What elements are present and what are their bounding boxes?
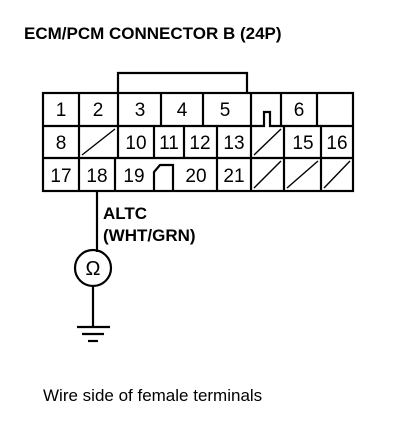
empty-cavity <box>323 160 351 189</box>
pin-3: 3 <box>135 100 146 121</box>
pin-16: 16 <box>326 133 347 154</box>
connector-body <box>41 91 355 193</box>
wire-color-label: (WHT/GRN) <box>103 226 196 245</box>
pin-13: 13 <box>223 133 244 154</box>
connector-notch-bottom <box>152 163 175 191</box>
pin-11: 11 <box>159 133 179 154</box>
empty-cavity <box>253 160 282 189</box>
connector-notch-top <box>249 93 283 128</box>
diagram-caption: Wire side of female terminals <box>43 386 262 405</box>
pin-15: 15 <box>292 133 313 154</box>
diagram-title: ECM/PCM CONNECTOR B (24P) <box>24 24 282 43</box>
pin-2: 2 <box>93 100 104 121</box>
ohm-symbol: Ω <box>86 258 101 280</box>
pin-6: 6 <box>294 100 305 121</box>
ground-icon <box>77 325 110 343</box>
pin-19: 19 <box>123 166 144 187</box>
pin-5: 5 <box>220 100 231 121</box>
pin-4: 4 <box>177 100 188 121</box>
pin-21: 21 <box>223 166 244 187</box>
pin-18: 18 <box>86 166 107 187</box>
pin-1: 1 <box>56 100 67 121</box>
pin-10: 10 <box>125 133 146 154</box>
pin-12: 12 <box>189 133 210 154</box>
pin-20: 20 <box>185 166 206 187</box>
connector-lock-tab <box>116 71 249 93</box>
empty-cavity <box>286 160 319 189</box>
wire-name-label: ALTC <box>103 204 147 223</box>
pin-17: 17 <box>50 166 71 187</box>
pin-8: 8 <box>56 133 67 154</box>
empty-cavity <box>81 128 116 156</box>
empty-cavity <box>253 128 282 156</box>
